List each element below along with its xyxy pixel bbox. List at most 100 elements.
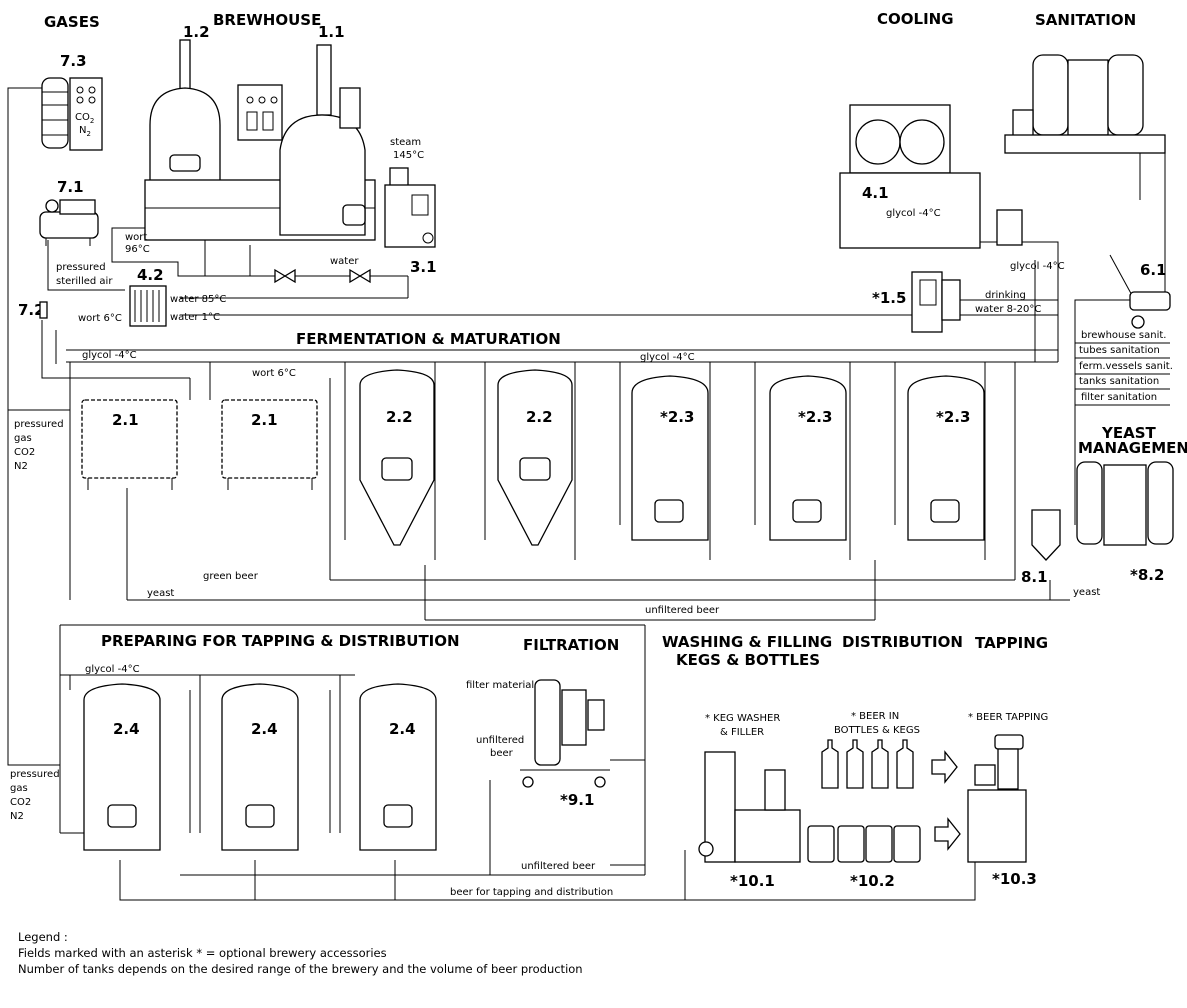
label-co2: CO2 xyxy=(75,112,94,125)
label-glycol-ferm-2: glycol -4°C xyxy=(640,352,695,363)
label-pg-2: gas xyxy=(10,783,28,794)
label-glycol-out: glycol -4°C xyxy=(1010,261,1065,272)
legend: Legend : Fields marked with an asterisk … xyxy=(18,929,583,977)
label-pressured-air-2: sterilled air xyxy=(56,276,113,287)
cooling-unit-4-1 xyxy=(839,104,1023,249)
equipment-8-1: 8.1 xyxy=(1021,568,1048,586)
heading-washing-2: KEGS & BOTTLES xyxy=(676,651,820,669)
label-wort-temp: 96°C xyxy=(125,244,150,255)
sanitation-list: brewhouse sanit. tubes sanitation ferm.v… xyxy=(1075,330,1173,406)
heading-gases: GASES xyxy=(44,13,100,31)
equipment-10-3: *10.3 xyxy=(992,870,1037,888)
sanitation-item: tanks sanitation xyxy=(1079,376,1159,387)
legend-title: Legend : xyxy=(18,930,68,944)
steam-generator-3-1 xyxy=(384,167,436,248)
bright-tanks-2-4 xyxy=(83,683,437,851)
label-yeast: yeast xyxy=(147,588,174,599)
label-glycol-ferm: glycol -4°C xyxy=(82,350,137,361)
equipment-2-3: *2.3 xyxy=(936,408,970,426)
equipment-7-2: 7.2 xyxy=(18,301,45,319)
equipment-2-2: 2.2 xyxy=(386,408,413,426)
label-unfiltered-2: beer xyxy=(490,748,514,759)
heat-exchanger-4-2 xyxy=(129,285,167,327)
heading-yeast-1: YEAST xyxy=(1101,424,1157,442)
equipment-2-2: 2.2 xyxy=(526,408,553,426)
equipment-9-1: *9.1 xyxy=(560,791,594,809)
label-n2: N2 xyxy=(79,125,91,138)
label-keg-washer-1: * KEG WASHER xyxy=(705,713,780,724)
sanitation-item: brewhouse sanit. xyxy=(1081,330,1166,341)
label-beer-tapping-dist: beer for tapping and distribution xyxy=(450,887,613,898)
heading-cooling: COOLING xyxy=(877,10,954,28)
label-keg-washer-2: & FILLER xyxy=(720,727,764,738)
equipment-10-2: *10.2 xyxy=(850,872,895,890)
label-water-85: water 85°C xyxy=(170,294,226,305)
equipment-4-2: 4.2 xyxy=(137,266,164,284)
open-tanks-2-1 xyxy=(81,399,318,490)
label-beer-in-2: BOTTLES & KEGS xyxy=(834,725,920,736)
label-pg-3: CO2 xyxy=(14,447,35,458)
sanitation-unit xyxy=(1004,54,1166,154)
equipment-8-2: *8.2 xyxy=(1130,566,1164,584)
equipment-1-2: 1.2 xyxy=(183,23,210,41)
sanitation-item: ferm.vessels sanit. xyxy=(1079,361,1173,372)
legend-line-2: Number of tanks depends on the desired r… xyxy=(18,962,583,976)
heading-tapping: TAPPING xyxy=(975,634,1048,652)
label-glycol-prep: glycol -4°C xyxy=(85,664,140,675)
equipment-2-3: *2.3 xyxy=(798,408,832,426)
heading-distribution: DISTRIBUTION xyxy=(842,633,963,651)
equipment-2-4: 2.4 xyxy=(389,720,416,738)
label-wort-6: wort 6°C xyxy=(78,313,122,324)
equipment-3-1: 3.1 xyxy=(410,258,437,276)
keg-washer-10-1 xyxy=(698,751,801,863)
heading-fermentation: FERMENTATION & MATURATION xyxy=(296,330,561,348)
label-pg-2: gas xyxy=(14,433,32,444)
heading-sanitation: SANITATION xyxy=(1035,11,1136,29)
heading-brewhouse: BREWHOUSE xyxy=(213,11,321,29)
sanitation-item: filter sanitation xyxy=(1081,392,1157,403)
cylindrical-tanks-2-3 xyxy=(631,375,985,541)
heading-preparing: PREPARING FOR TAPPING & DISTRIBUTION xyxy=(101,632,460,650)
label-pg-4: N2 xyxy=(14,461,28,472)
conical-tanks-2-2 xyxy=(359,369,573,546)
equipment-2-4: 2.4 xyxy=(251,720,278,738)
label-steam: steam xyxy=(390,137,421,148)
equipment-4-1: 4.1 xyxy=(862,184,889,202)
equipment-1-5: *1.5 xyxy=(872,289,906,307)
label-unfiltered-beer-b: unfiltered beer xyxy=(521,861,596,872)
equipment-1-1: 1.1 xyxy=(318,23,345,41)
label-beer-tapping: * BEER TAPPING xyxy=(968,712,1048,723)
equipment-10-1: *10.1 xyxy=(730,872,775,890)
equipment-2-1: 2.1 xyxy=(112,411,139,429)
label-wort: wort xyxy=(125,232,147,243)
label-glycol-cooling: glycol -4°C xyxy=(886,208,941,219)
label-pg-4: N2 xyxy=(10,811,24,822)
brewhouse-vessels xyxy=(144,39,376,241)
cleaning-pump-6-1 xyxy=(1109,254,1171,329)
valve-symbols xyxy=(274,268,371,284)
beer-tapping-10-3 xyxy=(967,734,1027,863)
legend-line-1: Fields marked with an asterisk * = optio… xyxy=(18,946,387,960)
heading-washing-1: WASHING & FILLING xyxy=(662,633,832,651)
heading-yeast-2: MANAGEMENT xyxy=(1078,439,1187,457)
label-green-beer: green beer xyxy=(203,571,259,582)
equipment-6-1: 6.1 xyxy=(1140,261,1167,279)
label-beer-in-1: * BEER IN xyxy=(851,711,899,722)
label-pg-1: pressured xyxy=(14,419,64,430)
equipment-7-1: 7.1 xyxy=(57,178,84,196)
label-water: water xyxy=(330,256,359,267)
equipment-2-4: 2.4 xyxy=(113,720,140,738)
label-drinking-2: water 8-20°C xyxy=(975,304,1041,315)
filter-7-2 xyxy=(39,301,48,319)
water-unit-1-5 xyxy=(911,271,961,333)
equipment-2-1: 2.1 xyxy=(251,411,278,429)
label-drinking-1: drinking xyxy=(985,290,1026,301)
label-wort-6-b: wort 6°C xyxy=(252,368,296,379)
label-steam-temp: 145°C xyxy=(393,150,424,161)
label-pg-3: CO2 xyxy=(10,797,31,808)
label-pressured-air-1: pressured xyxy=(56,262,106,273)
equipment-2-3: *2.3 xyxy=(660,408,694,426)
label-water-1: water 1°C xyxy=(170,312,220,323)
label-unfiltered-1: unfiltered xyxy=(476,735,524,746)
